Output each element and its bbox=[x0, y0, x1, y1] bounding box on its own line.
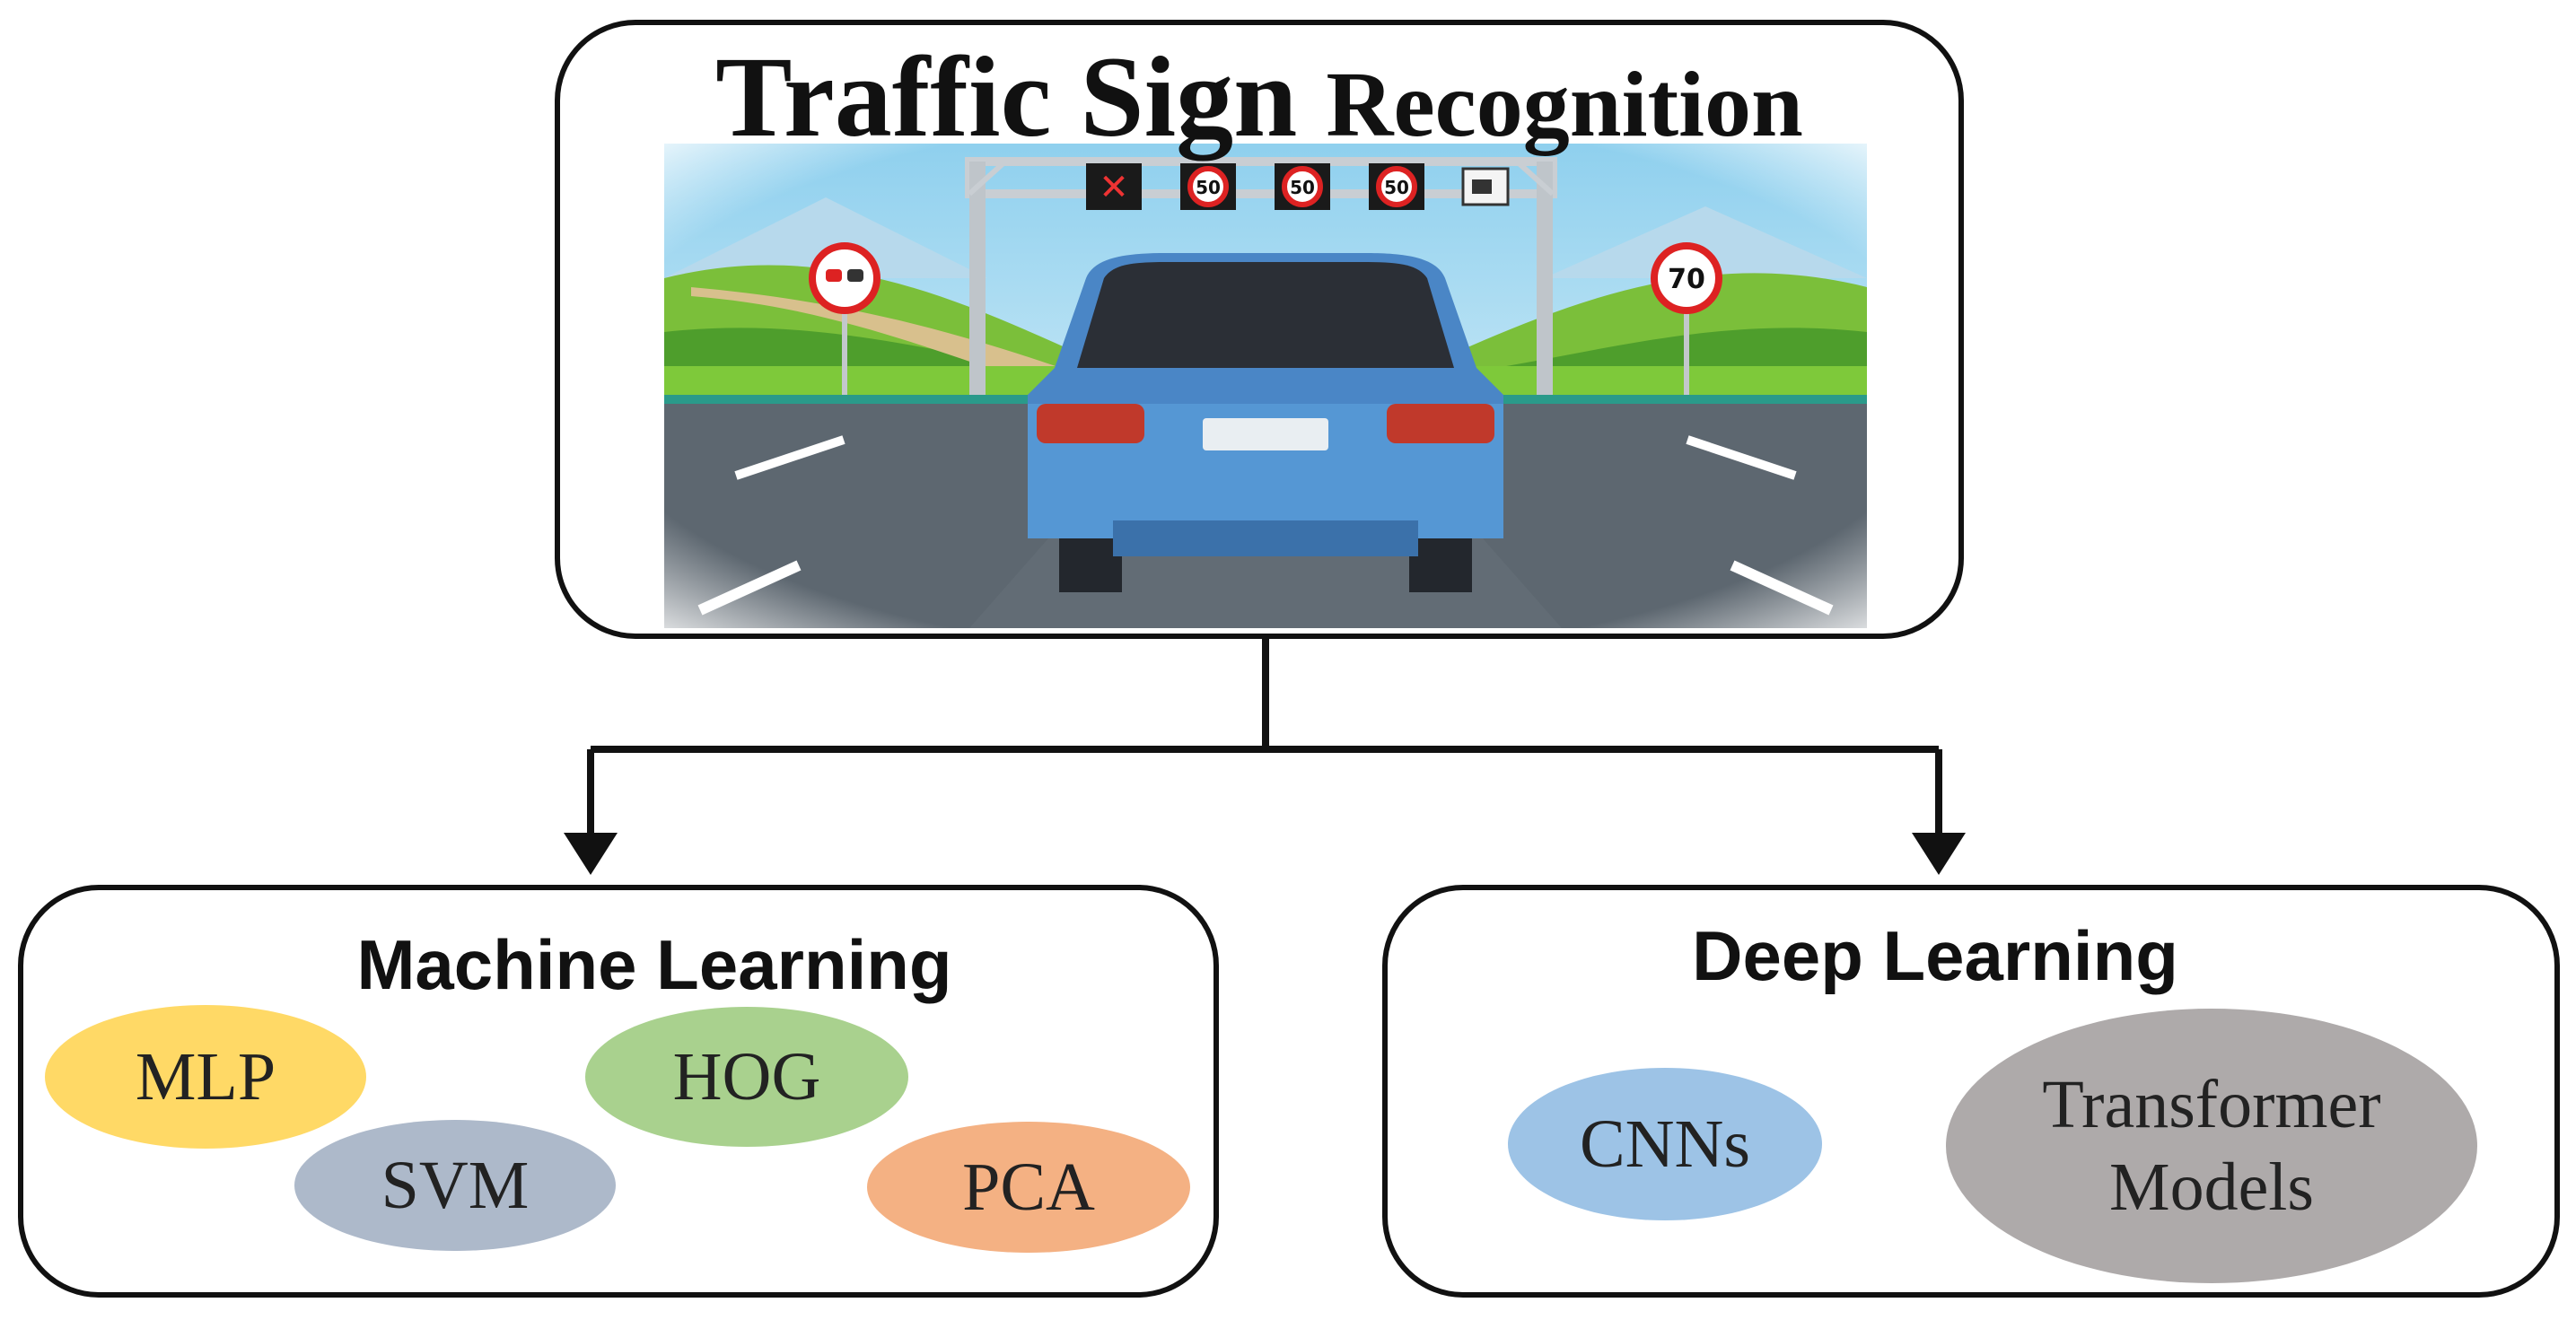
arrow-right bbox=[1912, 833, 1966, 875]
ellipse-pca: PCA bbox=[867, 1122, 1190, 1253]
ellipse-transformer-models: Transformer Models bbox=[1946, 1009, 2477, 1283]
transformer-label-line1: Transformer bbox=[2042, 1067, 2381, 1142]
title-part2: Recognition bbox=[1326, 53, 1803, 156]
pca-label: PCA bbox=[962, 1150, 1095, 1225]
traffic-scene-illustration: ✕ 50 50 50 70 bbox=[664, 144, 1867, 628]
svm-label: SVM bbox=[381, 1148, 530, 1223]
deep-learning-title: Deep Learning bbox=[1692, 916, 2178, 995]
ellipse-mlp: MLP bbox=[45, 1005, 366, 1149]
ellipse-cnns: CNNs bbox=[1508, 1068, 1822, 1220]
ellipse-hog: HOG bbox=[585, 1007, 908, 1147]
title-part1: Traffic Sign bbox=[715, 33, 1298, 161]
cnns-label: CNNs bbox=[1579, 1106, 1751, 1182]
diagram-title: Traffic Sign Recognition bbox=[555, 25, 1964, 177]
hog-label: HOG bbox=[672, 1039, 821, 1115]
machine-learning-title: Machine Learning bbox=[356, 925, 952, 1004]
mlp-label: MLP bbox=[135, 1039, 276, 1115]
ellipse-svm: SVM bbox=[294, 1120, 616, 1251]
arrow-left bbox=[564, 833, 618, 875]
transformer-label-line2: Models bbox=[2109, 1150, 2314, 1225]
